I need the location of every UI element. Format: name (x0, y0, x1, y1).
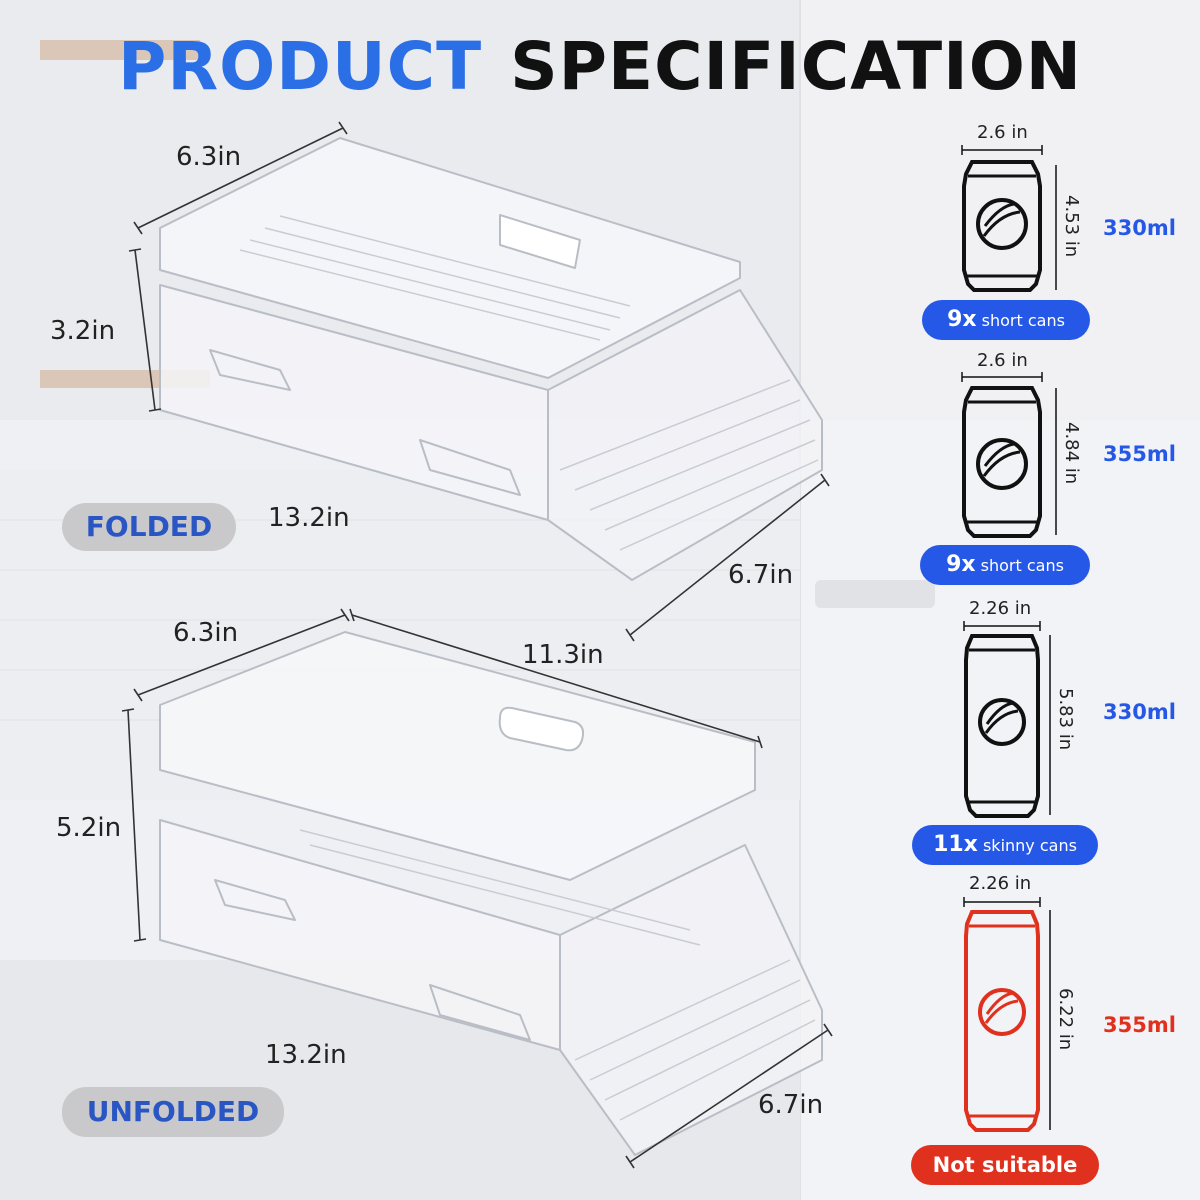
can-2-capacity-badge: 9x short cans (920, 545, 1090, 585)
can-2-count: 9x (946, 552, 976, 577)
can-1-capacity-badge: 9x short cans (922, 300, 1090, 340)
unfolded-width-dimension-line (137, 614, 346, 696)
folded-width-dimension-line (137, 127, 344, 229)
can-2-width-label: 2.6 in (977, 350, 1028, 371)
folded-height-label: 3.2in (50, 316, 116, 346)
can-1-width-label: 2.6 in (977, 122, 1028, 143)
can-4-width-label: 2.26 in (969, 873, 1032, 894)
not-suitable-badge: Not suitable (911, 1145, 1099, 1185)
folded-depth-label: 6.7in (728, 560, 794, 590)
can-4-status-label: Not suitable (932, 1153, 1078, 1177)
unfolded-top-length-label: 11.3in (522, 640, 604, 670)
title-word-product: PRODUCT (117, 28, 483, 105)
unfolded-height-label: 5.2in (56, 813, 122, 843)
unfolded-organizer-image (159, 631, 823, 1156)
folded-length-label: 13.2in (268, 503, 350, 533)
title-word-specification: SPECIFICATION (510, 28, 1083, 105)
unfolded-height-dimension-line (127, 709, 141, 941)
can-3-height-label: 5.83 in (1055, 688, 1076, 751)
unfolded-width-label: 6.3in (173, 618, 239, 648)
unfolded-depth-label: 6.7in (758, 1090, 824, 1120)
can-2-height-label: 4.84 in (1061, 422, 1082, 485)
page-title: PRODUCT SPECIFICATION (0, 28, 1200, 105)
can-2-type: short cans (980, 556, 1064, 575)
folded-depth-dimension-line (629, 479, 826, 636)
can-1-count: 9x (947, 307, 977, 332)
folded-state-badge: FOLDED (62, 503, 236, 551)
unfolded-length-top-dimension-line (351, 614, 761, 743)
can-4-height-label: 6.22 in (1055, 988, 1076, 1051)
can-1-type: short cans (981, 311, 1065, 330)
can-4-volume: 355ml (1103, 1013, 1176, 1037)
can-1-volume: 330ml (1103, 216, 1176, 240)
can-2-volume: 355ml (1103, 442, 1176, 466)
unfolded-state-badge: UNFOLDED (62, 1087, 284, 1137)
can-3-width-label: 2.26 in (969, 598, 1032, 619)
can-3-volume: 330ml (1103, 700, 1176, 724)
unfolded-depth-dimension-line (629, 1029, 829, 1163)
can-3-count: 11x (933, 832, 978, 857)
folded-organizer-image (159, 137, 823, 581)
can-3-type: skinny cans (982, 836, 1077, 855)
folded-width-label: 6.3in (176, 142, 242, 172)
can-3-capacity-badge: 11x skinny cans (912, 825, 1098, 865)
unfolded-length-label: 13.2in (265, 1040, 347, 1070)
folded-height-dimension-line (134, 249, 156, 411)
can-1-height-label: 4.53 in (1061, 195, 1082, 258)
